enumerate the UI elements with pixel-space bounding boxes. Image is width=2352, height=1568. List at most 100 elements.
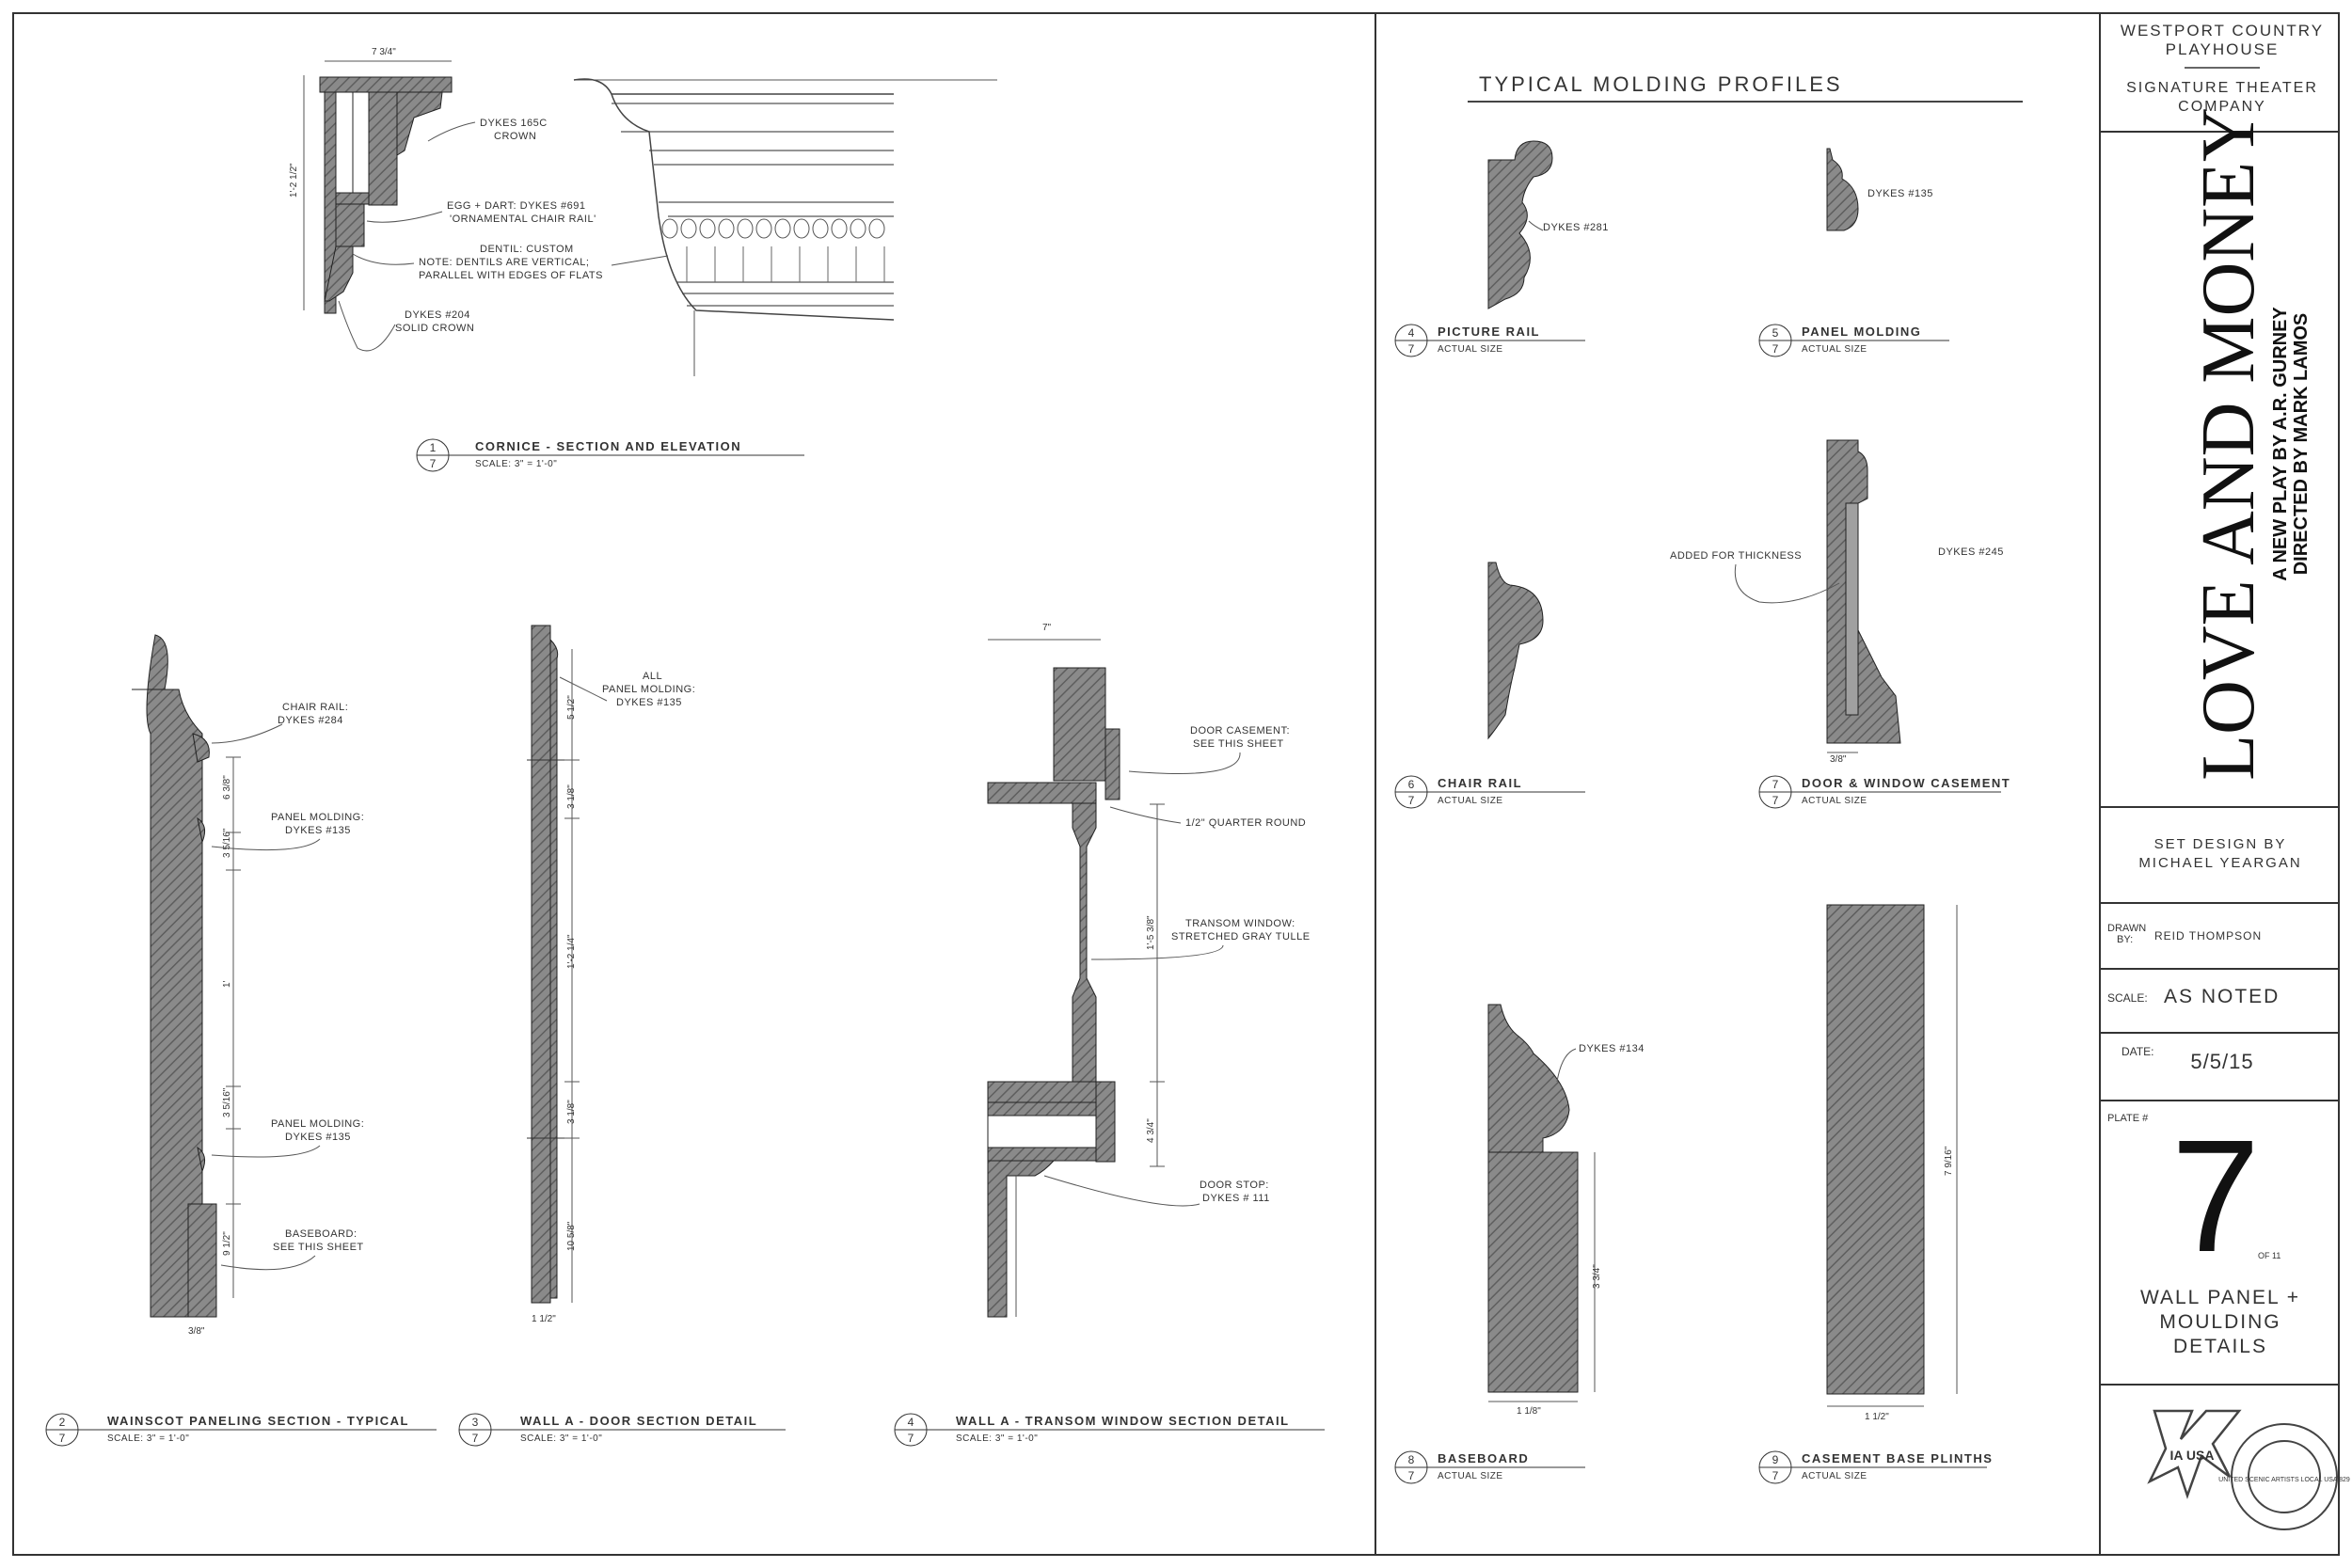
note-dykes-281: DYKES #281 xyxy=(1543,222,1609,233)
callout-sheet: 7 xyxy=(59,1432,66,1445)
date-value: 5/5/15 xyxy=(2190,1050,2253,1073)
callout-num: 7 xyxy=(1772,778,1779,791)
note-dentil-3: PARALLEL WITH EDGES OF FLATS xyxy=(419,270,603,281)
note-dykes-204-2: SOLID CROWN xyxy=(395,323,474,334)
wainscot-dim-6: 3/8" xyxy=(188,1326,205,1337)
note-baseboard-2: SEE THIS SHEET xyxy=(273,1242,364,1253)
door-section: 5 1/2" 3 1/8" 1'-2 1/4" 3 1/8" 10 5/8" 1… xyxy=(527,625,695,1324)
transom-dim-top: 7" xyxy=(1042,623,1052,633)
note-baseboard-1: BASEBOARD: xyxy=(285,1228,358,1240)
note-transom-2: STRETCHED GRAY TULLE xyxy=(1171,931,1311,942)
callout-sheet: 7 xyxy=(1772,794,1779,807)
callout-transom: 4 7 WALL A - TRANSOM WINDOW SECTION DETA… xyxy=(894,1413,1325,1447)
callout-title: WALL A - TRANSOM WINDOW SECTION DETAIL xyxy=(956,1414,1290,1428)
baseboard-height-dim: 3 3/4" xyxy=(1592,1264,1602,1289)
profile-chair-rail xyxy=(1487,562,1544,740)
note-dentil-2: NOTE: DENTILS ARE VERTICAL; xyxy=(419,257,589,268)
play-byline: A NEW PLAY BY A.R. GURNEY xyxy=(2270,307,2291,581)
note-chair-rail-1: CHAIR RAIL: xyxy=(282,702,348,713)
plate-of: OF 11 xyxy=(2258,1251,2280,1260)
note-dentil-1: DENTIL: CUSTOM xyxy=(480,244,574,255)
callout-picture-rail: 4 7 PICTURE RAIL ACTUAL SIZE xyxy=(1394,324,1585,357)
callout-sub: ACTUAL SIZE xyxy=(1802,344,1867,355)
wainscot-dim-1: 6 3/8" xyxy=(222,775,232,800)
casement-width-dim: 3/8" xyxy=(1830,754,1847,765)
callout-chair-rail: 6 7 CHAIR RAIL ACTUAL SIZE xyxy=(1394,775,1585,809)
callout-plinth: 9 7 CASEMENT BASE PLINTHS ACTUAL SIZE xyxy=(1758,1450,1992,1484)
baseboard-width-dim: 1 1/8" xyxy=(1517,1406,1541,1417)
note-all-panel-3: DYKES #135 xyxy=(616,697,682,708)
cornice-notes: DYKES 165C CROWN EGG + DART: DYKES #691 … xyxy=(338,118,669,352)
note-egg-dart-2: 'ORNAMENTAL CHAIR RAIL' xyxy=(450,214,596,225)
callout-title: WAINSCOT PANELING SECTION - TYPICAL xyxy=(107,1414,409,1428)
callout-sheet: 7 xyxy=(1408,794,1415,807)
callout-sheet: 7 xyxy=(1408,1469,1415,1482)
callout-sub: ACTUAL SIZE xyxy=(1438,796,1503,806)
callout-sub: SCALE: 3" = 1'-0" xyxy=(520,1433,602,1444)
callout-num: 3 xyxy=(472,1416,479,1429)
callout-num: 4 xyxy=(1408,326,1415,340)
wainscot-dim-5: 9 1/2" xyxy=(222,1231,232,1256)
callout-title: DOOR & WINDOW CASEMENT xyxy=(1802,776,2010,790)
note-dykes-204-1: DYKES #204 xyxy=(405,309,470,321)
scale-label: SCALE: xyxy=(2107,991,2148,1005)
note-door-stop-2: DYKES # 111 xyxy=(1202,1193,1270,1204)
callout-num: 8 xyxy=(1408,1453,1415,1466)
wainscot-dim-3: 1' xyxy=(222,980,232,988)
callout-sheet: 7 xyxy=(908,1432,914,1445)
callout-num: 1 xyxy=(430,441,437,454)
callout-sheet: 7 xyxy=(472,1432,479,1445)
company-line-2: COMPANY xyxy=(2178,99,2266,115)
cornice-elevation xyxy=(573,78,997,376)
callout-title: BASEBOARD xyxy=(1438,1451,1529,1465)
callout-panel-molding: 5 7 PANEL MOLDING ACTUAL SIZE xyxy=(1758,324,1949,357)
note-panel-molding-2: DYKES #135 xyxy=(285,825,351,836)
door-dim-4: 3 1/8" xyxy=(566,1100,577,1124)
callout-door: 3 7 WALL A - DOOR SECTION DETAIL SCALE: … xyxy=(458,1413,786,1447)
callout-wainscot: 2 7 WAINSCOT PANELING SECTION - TYPICAL … xyxy=(45,1413,437,1447)
transom-dim-mid: 1'-5 3/8" xyxy=(1146,915,1156,950)
wainscot-dim-2: 3 5/16" xyxy=(222,828,232,858)
dentil-row xyxy=(686,246,885,282)
callout-num: 4 xyxy=(908,1416,914,1429)
note-door-stop-1: DOOR STOP: xyxy=(1200,1180,1269,1191)
play-title: LOVE AND MONEY xyxy=(2187,107,2270,781)
callout-baseboard: 8 7 BASEBOARD ACTUAL SIZE xyxy=(1394,1450,1585,1484)
venue-line-2: PLAYHOUSE xyxy=(2166,40,2280,58)
egg-dart-row xyxy=(661,218,885,239)
venue-line-1: WESTPORT COUNTRY xyxy=(2121,22,2324,40)
callout-title: PICTURE RAIL xyxy=(1438,325,1540,339)
union-logo-text: IA USA xyxy=(2170,1448,2215,1463)
callout-sub: SCALE: 3" = 1'-0" xyxy=(107,1433,189,1444)
callout-casement: 7 7 DOOR & WINDOW CASEMENT ACTUAL SIZE xyxy=(1758,775,2010,809)
company-line-1: SIGNATURE THEATER xyxy=(2126,80,2318,96)
door-dim-3: 1'-2 1/4" xyxy=(566,934,577,969)
note-all-panel-1: ALL xyxy=(643,671,662,682)
scale-value: AS NOTED xyxy=(2164,986,2280,1007)
note-chair-rail-2: DYKES #284 xyxy=(278,715,343,726)
note-dykes-134: DYKES #134 xyxy=(1579,1043,1645,1054)
callout-num: 6 xyxy=(1408,778,1415,791)
union-logo-ring: UNITED SCENIC ARTISTS LOCAL USA 829 xyxy=(2218,1477,2350,1483)
transom-section: 7" 1'-5 3/8" 4 3/4" DOOR CASEMENT: SEE T… xyxy=(987,623,1311,1318)
note-dykes-135: DYKES #135 xyxy=(1867,188,1933,199)
title-block: WESTPORT COUNTRY PLAYHOUSE SIGNATURE THE… xyxy=(2100,22,2350,1530)
note-door-casement-2: SEE THIS SHEET xyxy=(1193,738,1284,750)
wainscot-section: 6 3/8" 3 5/16" 1' 3 5/16" 9 1/2" 3/8" CH… xyxy=(132,634,364,1337)
plinth-width-dim: 1 1/2" xyxy=(1865,1412,1889,1422)
callout-title: WALL A - DOOR SECTION DETAIL xyxy=(520,1414,757,1428)
sheet-title-1: WALL PANEL + xyxy=(2140,1287,2300,1308)
door-dim-2: 3 1/8" xyxy=(566,784,577,809)
plinth-height-dim: 7 9/16" xyxy=(1944,1146,1954,1176)
note-quarter-round: 1/2" QUARTER ROUND xyxy=(1185,817,1306,829)
callout-num: 9 xyxy=(1772,1453,1779,1466)
callout-num: 2 xyxy=(59,1416,66,1429)
callout-sheet: 7 xyxy=(1408,342,1415,356)
note-dykes-165c-1: DYKES 165C xyxy=(480,118,548,129)
callout-title: PANEL MOLDING xyxy=(1802,325,1921,339)
wainscot-dim-4: 3 5/16" xyxy=(222,1087,232,1117)
profile-panel-molding: DYKES #135 xyxy=(1826,148,1933,231)
callout-cornice: 1 7 CORNICE - SECTION AND ELEVATION SCAL… xyxy=(416,438,804,472)
callout-sub: ACTUAL SIZE xyxy=(1438,344,1503,355)
